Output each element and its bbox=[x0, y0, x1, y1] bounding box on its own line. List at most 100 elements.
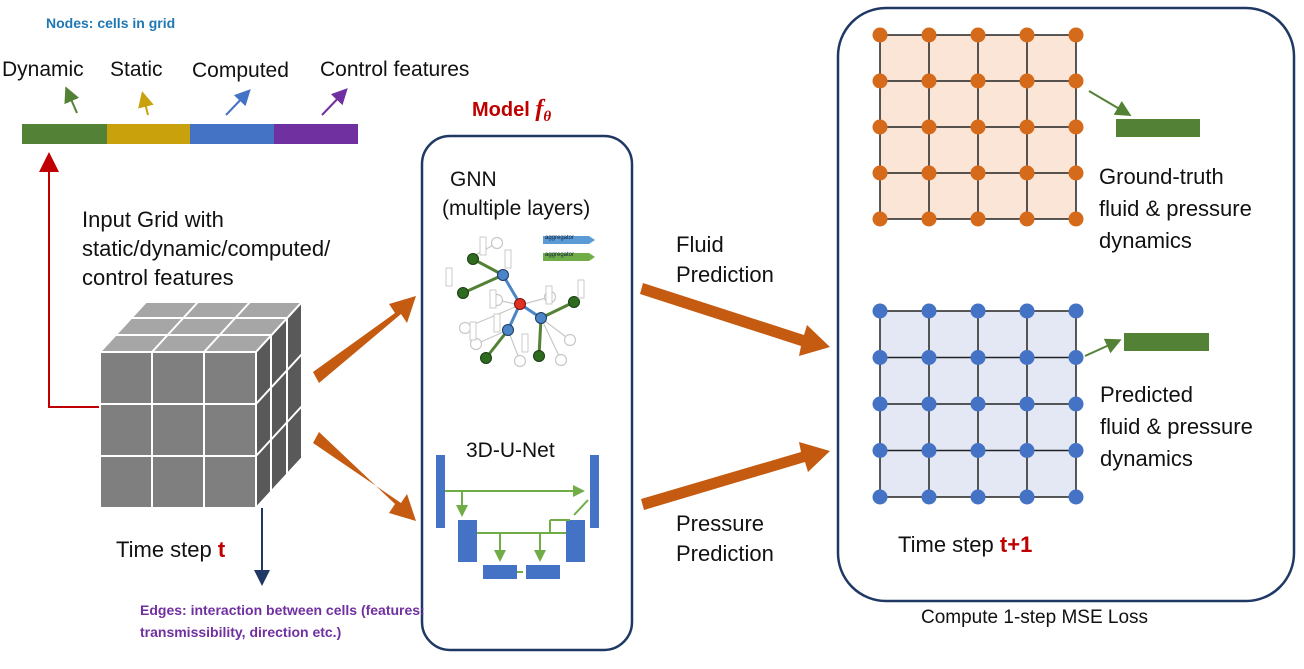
gt-output-bar bbox=[1116, 119, 1200, 137]
predicted-node bbox=[970, 303, 986, 319]
dynamic-arrow bbox=[64, 86, 80, 114]
gnn-label: GNN bbox=[450, 168, 497, 191]
ground-truth-line-2: fluid & pressure bbox=[1099, 196, 1252, 221]
ground-truth-node bbox=[1019, 27, 1035, 43]
ground-truth-node bbox=[921, 165, 937, 181]
ground-truth-node bbox=[921, 73, 937, 89]
dynamic-label: Dynamic bbox=[2, 58, 84, 81]
ground-truth-node bbox=[970, 73, 986, 89]
predicted-node bbox=[1068, 303, 1084, 319]
cube-to-unet-arrow bbox=[313, 432, 416, 521]
ground-truth-node bbox=[1068, 211, 1084, 227]
computed-arrow bbox=[225, 89, 251, 116]
unet-diagram bbox=[436, 455, 599, 579]
ground-truth-node bbox=[970, 119, 986, 135]
gnn-graph bbox=[445, 236, 595, 368]
nodes-title: Nodes: cells in grid bbox=[46, 15, 176, 31]
input-grid-line-2: static/dynamic/computed/ bbox=[82, 236, 331, 261]
ground-truth-node bbox=[1068, 73, 1084, 89]
fluid-line-1: Fluid bbox=[676, 232, 724, 257]
ground-truth-node bbox=[1068, 119, 1084, 135]
predicted-node bbox=[872, 303, 888, 319]
loss-text: Compute 1-step MSE Loss bbox=[921, 607, 1149, 628]
predicted-node bbox=[921, 396, 937, 412]
predicted-line-2: fluid & pressure bbox=[1100, 414, 1253, 439]
gt-output-arrow bbox=[1088, 90, 1132, 117]
predicted-node bbox=[970, 396, 986, 412]
static-segment bbox=[107, 124, 190, 144]
ground-truth-node bbox=[970, 165, 986, 181]
fluid-arrow bbox=[640, 283, 830, 356]
ground-truth-node bbox=[921, 27, 937, 43]
ground-truth-node bbox=[970, 211, 986, 227]
predicted-node bbox=[872, 443, 888, 458]
predicted-node bbox=[1019, 303, 1035, 319]
static-label: Static bbox=[110, 58, 163, 81]
predicted-node bbox=[1068, 443, 1084, 458]
control-label: Control features bbox=[320, 58, 470, 81]
computed-label: Computed bbox=[192, 59, 289, 82]
ground-truth-node bbox=[1019, 211, 1035, 227]
predicted-node bbox=[1068, 350, 1084, 365]
predicted-node bbox=[872, 489, 888, 505]
unet-label: 3D-U-Net bbox=[466, 439, 555, 462]
ground-truth-node bbox=[872, 165, 888, 181]
input-grid-cube bbox=[97, 299, 305, 511]
predicted-node bbox=[872, 350, 888, 365]
control-arrow bbox=[321, 88, 348, 116]
predicted-node bbox=[921, 443, 937, 458]
predicted-node bbox=[1019, 443, 1035, 458]
ground-truth-node bbox=[872, 211, 888, 227]
model-box bbox=[420, 134, 634, 652]
pressure-line-2: Prediction bbox=[676, 541, 774, 566]
cube-to-gnn-arrow bbox=[313, 296, 416, 383]
time-step-t1: Time step t+1 bbox=[898, 532, 1033, 557]
predicted-node bbox=[1019, 396, 1035, 412]
pred-output-bar bbox=[1124, 333, 1209, 351]
ground-truth-node bbox=[1019, 73, 1035, 89]
predicted-node bbox=[1019, 489, 1035, 505]
predicted-node bbox=[1068, 489, 1084, 505]
fluid-line-2: Prediction bbox=[676, 262, 774, 287]
aggregator-blue bbox=[543, 236, 595, 244]
ground-truth-node bbox=[1019, 165, 1035, 181]
ground-truth-line-3: dynamics bbox=[1099, 228, 1192, 253]
ground-truth-node bbox=[1068, 165, 1084, 181]
ground-truth-node bbox=[921, 211, 937, 227]
ground-truth-node bbox=[1068, 27, 1084, 43]
pressure-arrow bbox=[641, 442, 830, 510]
predicted-node bbox=[1068, 396, 1084, 412]
ground-truth-node bbox=[872, 119, 888, 135]
gnn-sublabel: (multiple layers) bbox=[442, 197, 591, 220]
predicted-line-3: dynamics bbox=[1100, 446, 1193, 471]
static-arrow bbox=[138, 91, 154, 116]
predicted-node bbox=[921, 350, 937, 365]
model-title: Model fθ bbox=[472, 96, 552, 125]
aggregator-label-1: aggregator bbox=[545, 235, 575, 241]
ground-truth-node bbox=[970, 27, 986, 43]
aggregator-label-2: aggregator bbox=[545, 252, 575, 258]
predicted-node bbox=[872, 396, 888, 412]
input-grid-line-3: control features bbox=[82, 265, 234, 290]
dynamic-segment bbox=[22, 124, 107, 144]
aggregator-green bbox=[543, 253, 595, 261]
cube-to-features-arrow bbox=[39, 152, 100, 408]
predicted-node bbox=[970, 350, 986, 365]
ground-truth-grid bbox=[872, 27, 1084, 227]
pressure-line-1: Pressure bbox=[676, 511, 765, 536]
output-box bbox=[836, 6, 1296, 603]
predicted-node bbox=[970, 443, 986, 458]
predicted-node bbox=[970, 489, 986, 505]
predicted-grid bbox=[872, 303, 1084, 505]
input-grid-line-1: Input Grid with bbox=[82, 207, 224, 232]
ground-truth-node bbox=[872, 27, 888, 43]
predicted-node bbox=[1019, 350, 1035, 365]
predicted-node bbox=[921, 303, 937, 319]
predicted-node bbox=[921, 489, 937, 505]
ground-truth-node bbox=[1019, 119, 1035, 135]
control-segment bbox=[274, 124, 358, 144]
ground-truth-line-1: Ground-truth bbox=[1099, 164, 1224, 189]
edges-text: Edges: interaction between cells (featur… bbox=[140, 602, 425, 640]
